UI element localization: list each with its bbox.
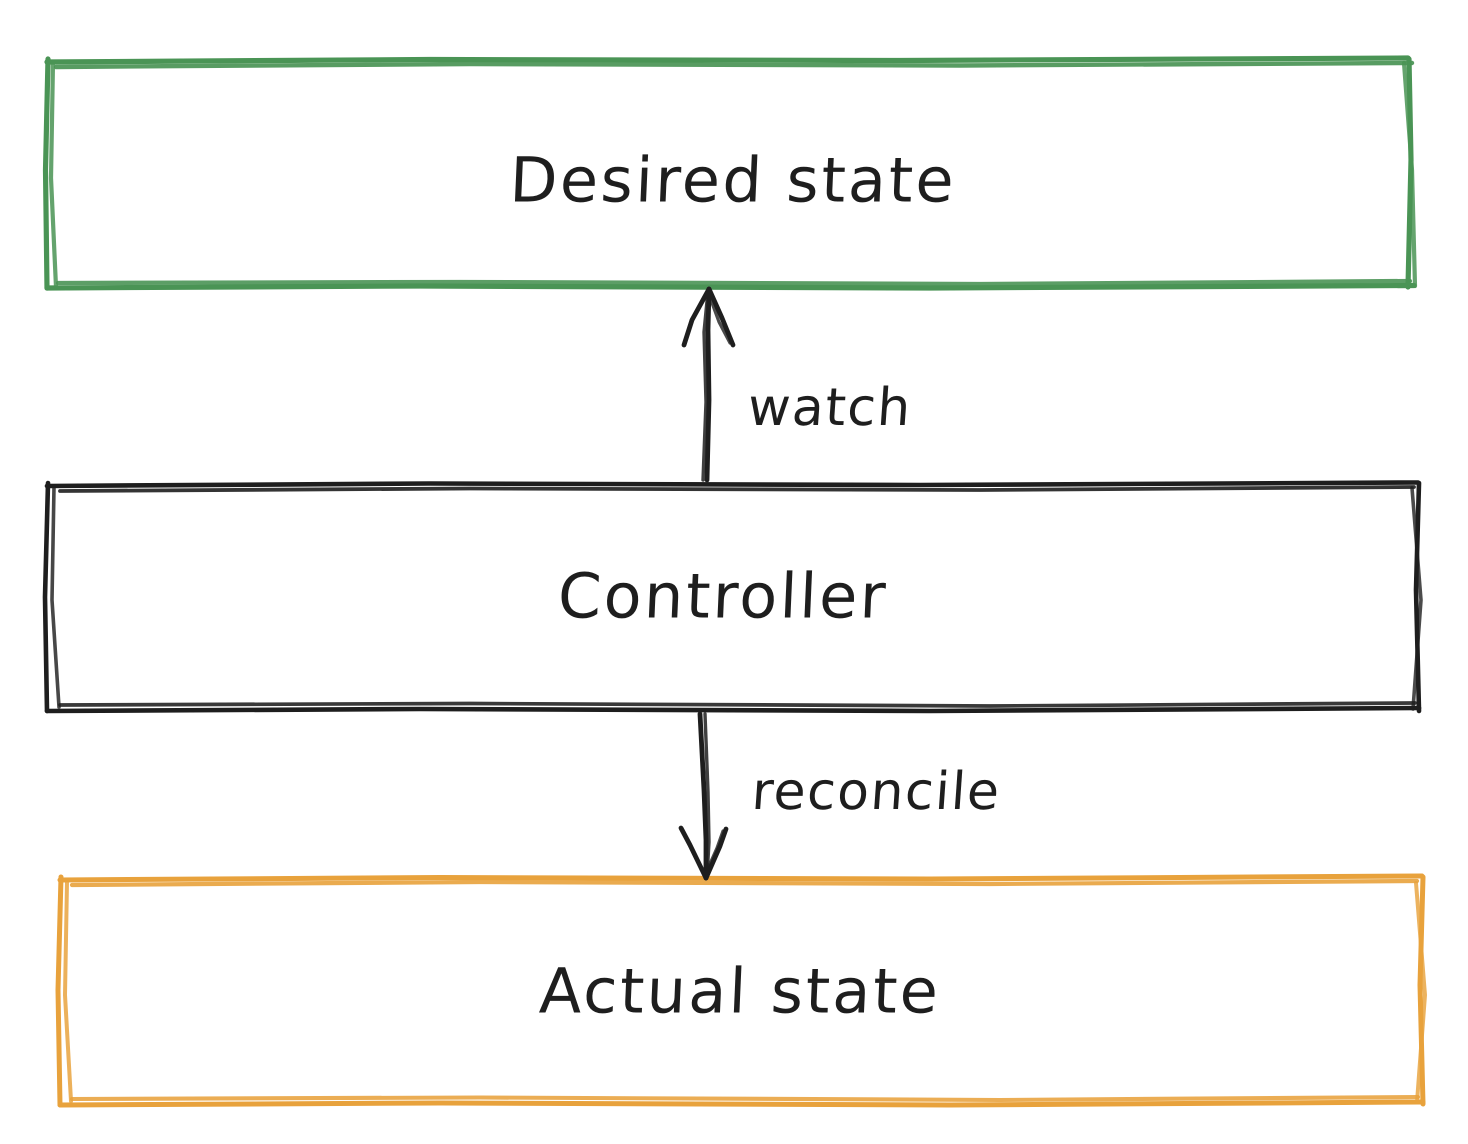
reconcile-arrow[interactable] xyxy=(678,711,729,881)
controller-label: Controller xyxy=(556,559,890,633)
desired-state-box[interactable] xyxy=(42,55,1418,291)
reconcile-edge-label: reconcile xyxy=(749,762,1003,822)
actual-state-label: Actual state xyxy=(537,954,943,1028)
desired-state-label: Desired state xyxy=(508,143,958,217)
actual-state-box[interactable] xyxy=(55,873,1427,1108)
watch-edge-label: watch xyxy=(745,378,914,438)
watch-arrow[interactable] xyxy=(681,286,736,483)
controller-box[interactable] xyxy=(42,480,1423,714)
